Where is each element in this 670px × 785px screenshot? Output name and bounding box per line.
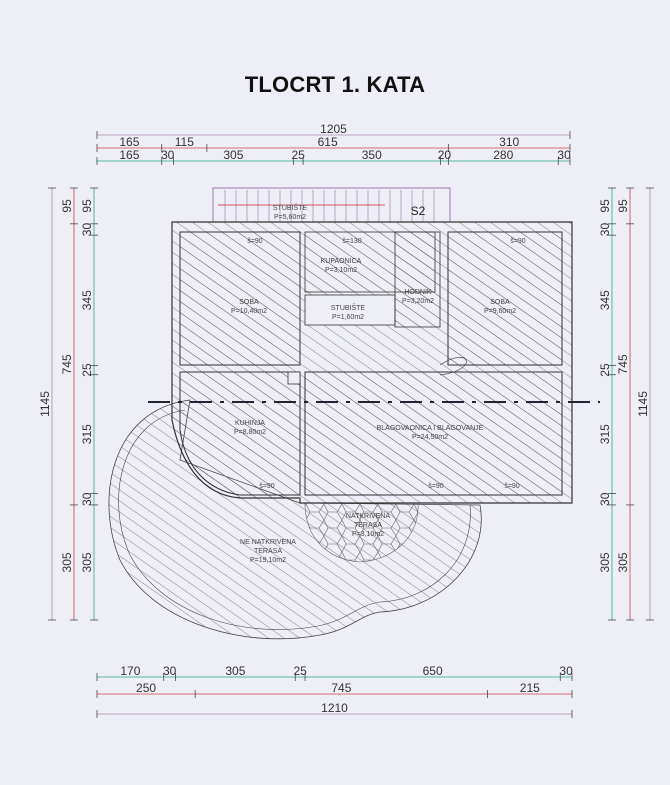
dimension-label: 1205	[320, 122, 347, 136]
covered-terrace-label-2: TERASA	[354, 522, 382, 529]
dimension-label: 745	[331, 681, 351, 695]
dimension-label: 310	[499, 135, 519, 149]
dimension-label: 615	[318, 135, 338, 149]
dimension-label: 1210	[321, 701, 348, 715]
dimension-label: 30	[557, 148, 571, 162]
dimension-label: 95	[616, 199, 630, 213]
stair-top-area: P=5,60m2	[274, 214, 306, 221]
open-terrace	[108, 399, 482, 640]
dimension-label: 250	[136, 681, 156, 695]
dimension-label: 25	[293, 664, 307, 678]
window-label: š=90	[259, 483, 274, 490]
dimension-label: 30	[80, 223, 94, 237]
window-label: š=130	[342, 238, 361, 245]
stair-top-label: STUBIŠTE	[273, 203, 308, 212]
dimension-label: 345	[80, 290, 94, 310]
open-terrace-label-2: TERASA	[254, 548, 282, 555]
dimension-label: 20	[438, 148, 452, 162]
dimension-label: 115	[175, 135, 194, 149]
dimension-label: 30	[559, 664, 573, 678]
window-label: š=90	[510, 238, 525, 245]
stair-inner-area: P=1,60m2	[332, 314, 364, 321]
dimension-label: 95	[80, 199, 94, 213]
dimension-label: 30	[163, 664, 177, 678]
kitchen-label: KUHINJA	[235, 420, 265, 427]
open-terrace-label: NE NATKRIVENA	[240, 539, 296, 546]
dimension-label: 30	[598, 492, 612, 506]
dimension-lines: 1205 165 115 615 310 165 30 305 25 350 20 280 30 170 3…	[38, 122, 654, 718]
living-label: BLAGOVAONICA I BLAGOVANJE	[377, 425, 484, 432]
section-mark: S2	[411, 204, 426, 218]
window-label: š=90	[504, 483, 519, 490]
room-left-area: P=10,40m2	[231, 308, 267, 315]
room-left-label: SOBA	[239, 299, 259, 306]
hallway-area: P=3,20m2	[402, 298, 434, 305]
bathroom-area: P=3,10m2	[325, 267, 357, 274]
dimension-label: 25	[291, 148, 305, 162]
window-label: š=90	[428, 483, 443, 490]
hallway-label: HODNIK	[404, 289, 432, 296]
dimension-label: 315	[598, 424, 612, 444]
dimension-label: 95	[60, 199, 74, 213]
dimension-label: 25	[598, 363, 612, 377]
dimension-label: 305	[60, 552, 74, 572]
dimension-label: 30	[161, 148, 175, 162]
window-label: š=90	[247, 238, 262, 245]
dimension-label: 165	[119, 135, 139, 149]
dimension-label: 650	[423, 664, 443, 678]
dimension-label: 745	[616, 354, 630, 374]
dimension-label: 315	[80, 424, 94, 444]
dimension-label: 170	[120, 664, 140, 678]
stair-inner-label: STUBIŠTE	[331, 303, 366, 312]
room-right-label: SOBA	[490, 299, 510, 306]
dimension-label: 95	[598, 199, 612, 213]
dimension-label: 25	[80, 363, 94, 377]
dimension-label: 350	[362, 148, 382, 162]
dimension-label: 30	[80, 492, 94, 506]
covered-terrace	[304, 502, 419, 563]
building-outline	[171, 221, 573, 504]
living-area: P=24,50m2	[412, 434, 448, 441]
dimension-label: 305	[598, 552, 612, 572]
dimension-label: 305	[225, 664, 245, 678]
covered-terrace-label: NATKRIVENA	[346, 513, 391, 520]
page-title: TLOCRT 1. KATA	[244, 72, 426, 97]
covered-terrace-area: P=3,10m2	[352, 531, 384, 538]
dimension-label: 165	[119, 148, 139, 162]
dimension-label: 305	[616, 552, 630, 572]
open-terrace-area: P=19,10m2	[250, 557, 286, 564]
dimension-label: 345	[598, 290, 612, 310]
dimension-label: 1145	[636, 391, 650, 417]
bathroom-label: KUPAONICA	[321, 258, 362, 265]
dimension-label: 745	[60, 354, 74, 374]
dimension-label: 305	[223, 148, 243, 162]
dimension-label: 280	[493, 148, 513, 162]
dimension-label: 30	[598, 223, 612, 237]
room-right-area: P=9,60m2	[484, 308, 516, 315]
kitchen-area: P=8,80m2	[234, 429, 266, 436]
dimension-label: 1145	[38, 391, 52, 417]
dimension-label: 215	[520, 681, 540, 695]
dimension-label: 305	[80, 552, 94, 572]
